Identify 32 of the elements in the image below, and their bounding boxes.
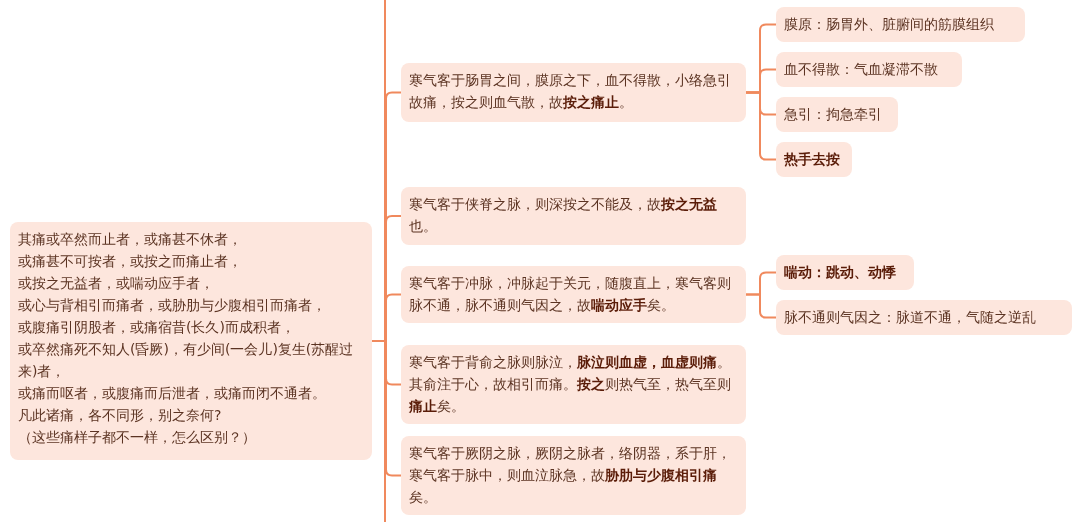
- text-box: [776, 300, 1072, 335]
- text-box: [401, 63, 746, 122]
- text-line: 脉不通则气因之：脉道不通，气随之逆乱: [784, 308, 1037, 327]
- text-box: [10, 222, 372, 460]
- text-line: 或痛甚不可按者，或按之而痛止者，: [18, 252, 243, 271]
- text-line: 膜原：肠胃外、脏腑间的筋膜组织: [784, 15, 995, 34]
- text-box: [776, 7, 1025, 42]
- text-box: [776, 142, 852, 177]
- text-line: 急引：拘急牵引: [784, 105, 883, 124]
- text-line: 或按之无益者，或喘动应手者，: [18, 274, 215, 293]
- text-line: 寒气客于背俞之脉则脉泣，脉泣则血虚，血虚则痛。其俞注于心，故相引而痛。按之则热气至，热气至则痛止矣。: [409, 353, 732, 416]
- text-line: 寒气客于冲脉，冲脉起于关元，随腹直上，寒气客则脉不通，脉不通则气因之，故喘动应手矣。: [409, 274, 732, 315]
- text-line: 或心与背相引而痛者，或胁肋与少腹相引而痛者，: [18, 296, 327, 315]
- text-line: 热手去按: [784, 150, 841, 169]
- text-box: [776, 255, 914, 290]
- text-box: [401, 266, 746, 323]
- text-line: 其痛或卒然而止者，或痛甚不休者，: [18, 230, 243, 249]
- text-line: （这些痛样子都不一样，怎么区别？）: [18, 428, 257, 447]
- text-box: [401, 345, 746, 424]
- text-box: [401, 187, 746, 245]
- text-line: 或腹痛引阴股者，或痛宿昔(长久)而成积者，: [18, 318, 296, 337]
- text-line: 或痛而呕者，或腹痛而后泄者，或痛而闭不通者。: [18, 384, 327, 403]
- text-box: [776, 97, 898, 132]
- text-line: 寒气客于厥阴之脉，厥阴之脉者，络阴器，系于肝，寒气客于脉中，则血泣脉急，故胁肋与少腹相引痛矣。: [409, 444, 732, 507]
- text-line: 血不得散：气血凝滞不散: [784, 60, 939, 79]
- text-line: 寒气客于侠脊之脉，则深按之不能及，故按之无益也。: [409, 195, 718, 236]
- text-line: 喘动：跳动、动悸: [784, 263, 897, 282]
- text-box: [776, 52, 962, 87]
- text-line: 寒气客于肠胃之间，膜原之下，血不得散，小络急引故痛，按之则血气散，故按之痛止。: [409, 71, 732, 112]
- text-box: [401, 436, 746, 515]
- text-line: 凡此诸痛，各不同形，别之奈何?: [18, 406, 223, 425]
- text-line: 或卒然痛死不知人(昏厥)，有少间(一会儿)复生(苏醒过来)者，: [18, 340, 355, 381]
